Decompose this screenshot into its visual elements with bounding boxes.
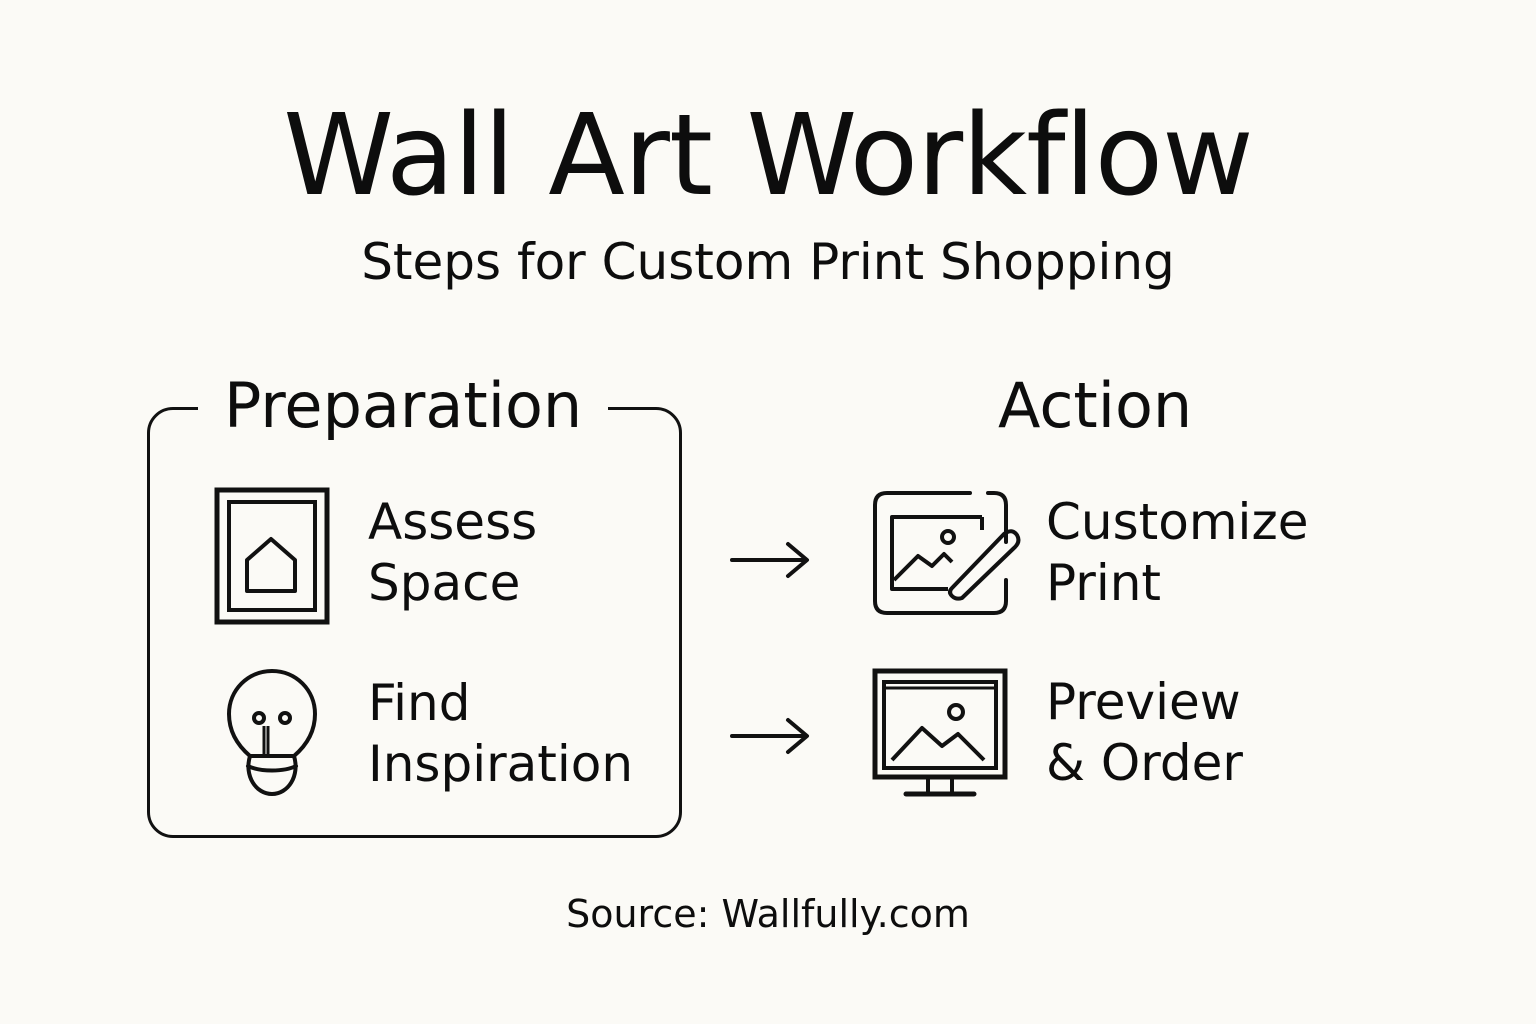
page-subtitle: Steps for Custom Print Shopping (361, 233, 1175, 291)
framed-house-icon (214, 487, 330, 625)
step-preview-order-line1: Preview (1046, 673, 1241, 731)
preparation-group-title: Preparation (198, 370, 609, 441)
step-customize-print-line2: Print (1046, 554, 1162, 612)
step-find-inspiration-line2: Inspiration (368, 735, 634, 793)
arrow-right-icon (730, 716, 810, 760)
step-preview-order-label: Preview & Order (1046, 672, 1243, 794)
image-edit-icon (872, 490, 1024, 618)
monitor-image-icon (872, 668, 1008, 800)
action-group-title: Action (998, 369, 1193, 442)
step-find-inspiration-line1: Find (368, 674, 471, 732)
step-find-inspiration-label: Find Inspiration (368, 673, 633, 795)
source-credit: Source: Wallfully.com (566, 892, 970, 936)
step-assess-space-label: Assess Space (368, 492, 537, 614)
page-title: Wall Art Workflow (283, 91, 1254, 221)
step-preview-order-line2: & Order (1046, 734, 1243, 792)
step-assess-space-line2: Space (368, 554, 521, 612)
step-assess-space-line1: Assess (368, 493, 538, 551)
arrow-right-icon (730, 540, 810, 584)
step-customize-print-line1: Customize (1046, 493, 1309, 551)
step-customize-print-label: Customize Print (1046, 492, 1308, 614)
lightbulb-icon (226, 668, 318, 798)
